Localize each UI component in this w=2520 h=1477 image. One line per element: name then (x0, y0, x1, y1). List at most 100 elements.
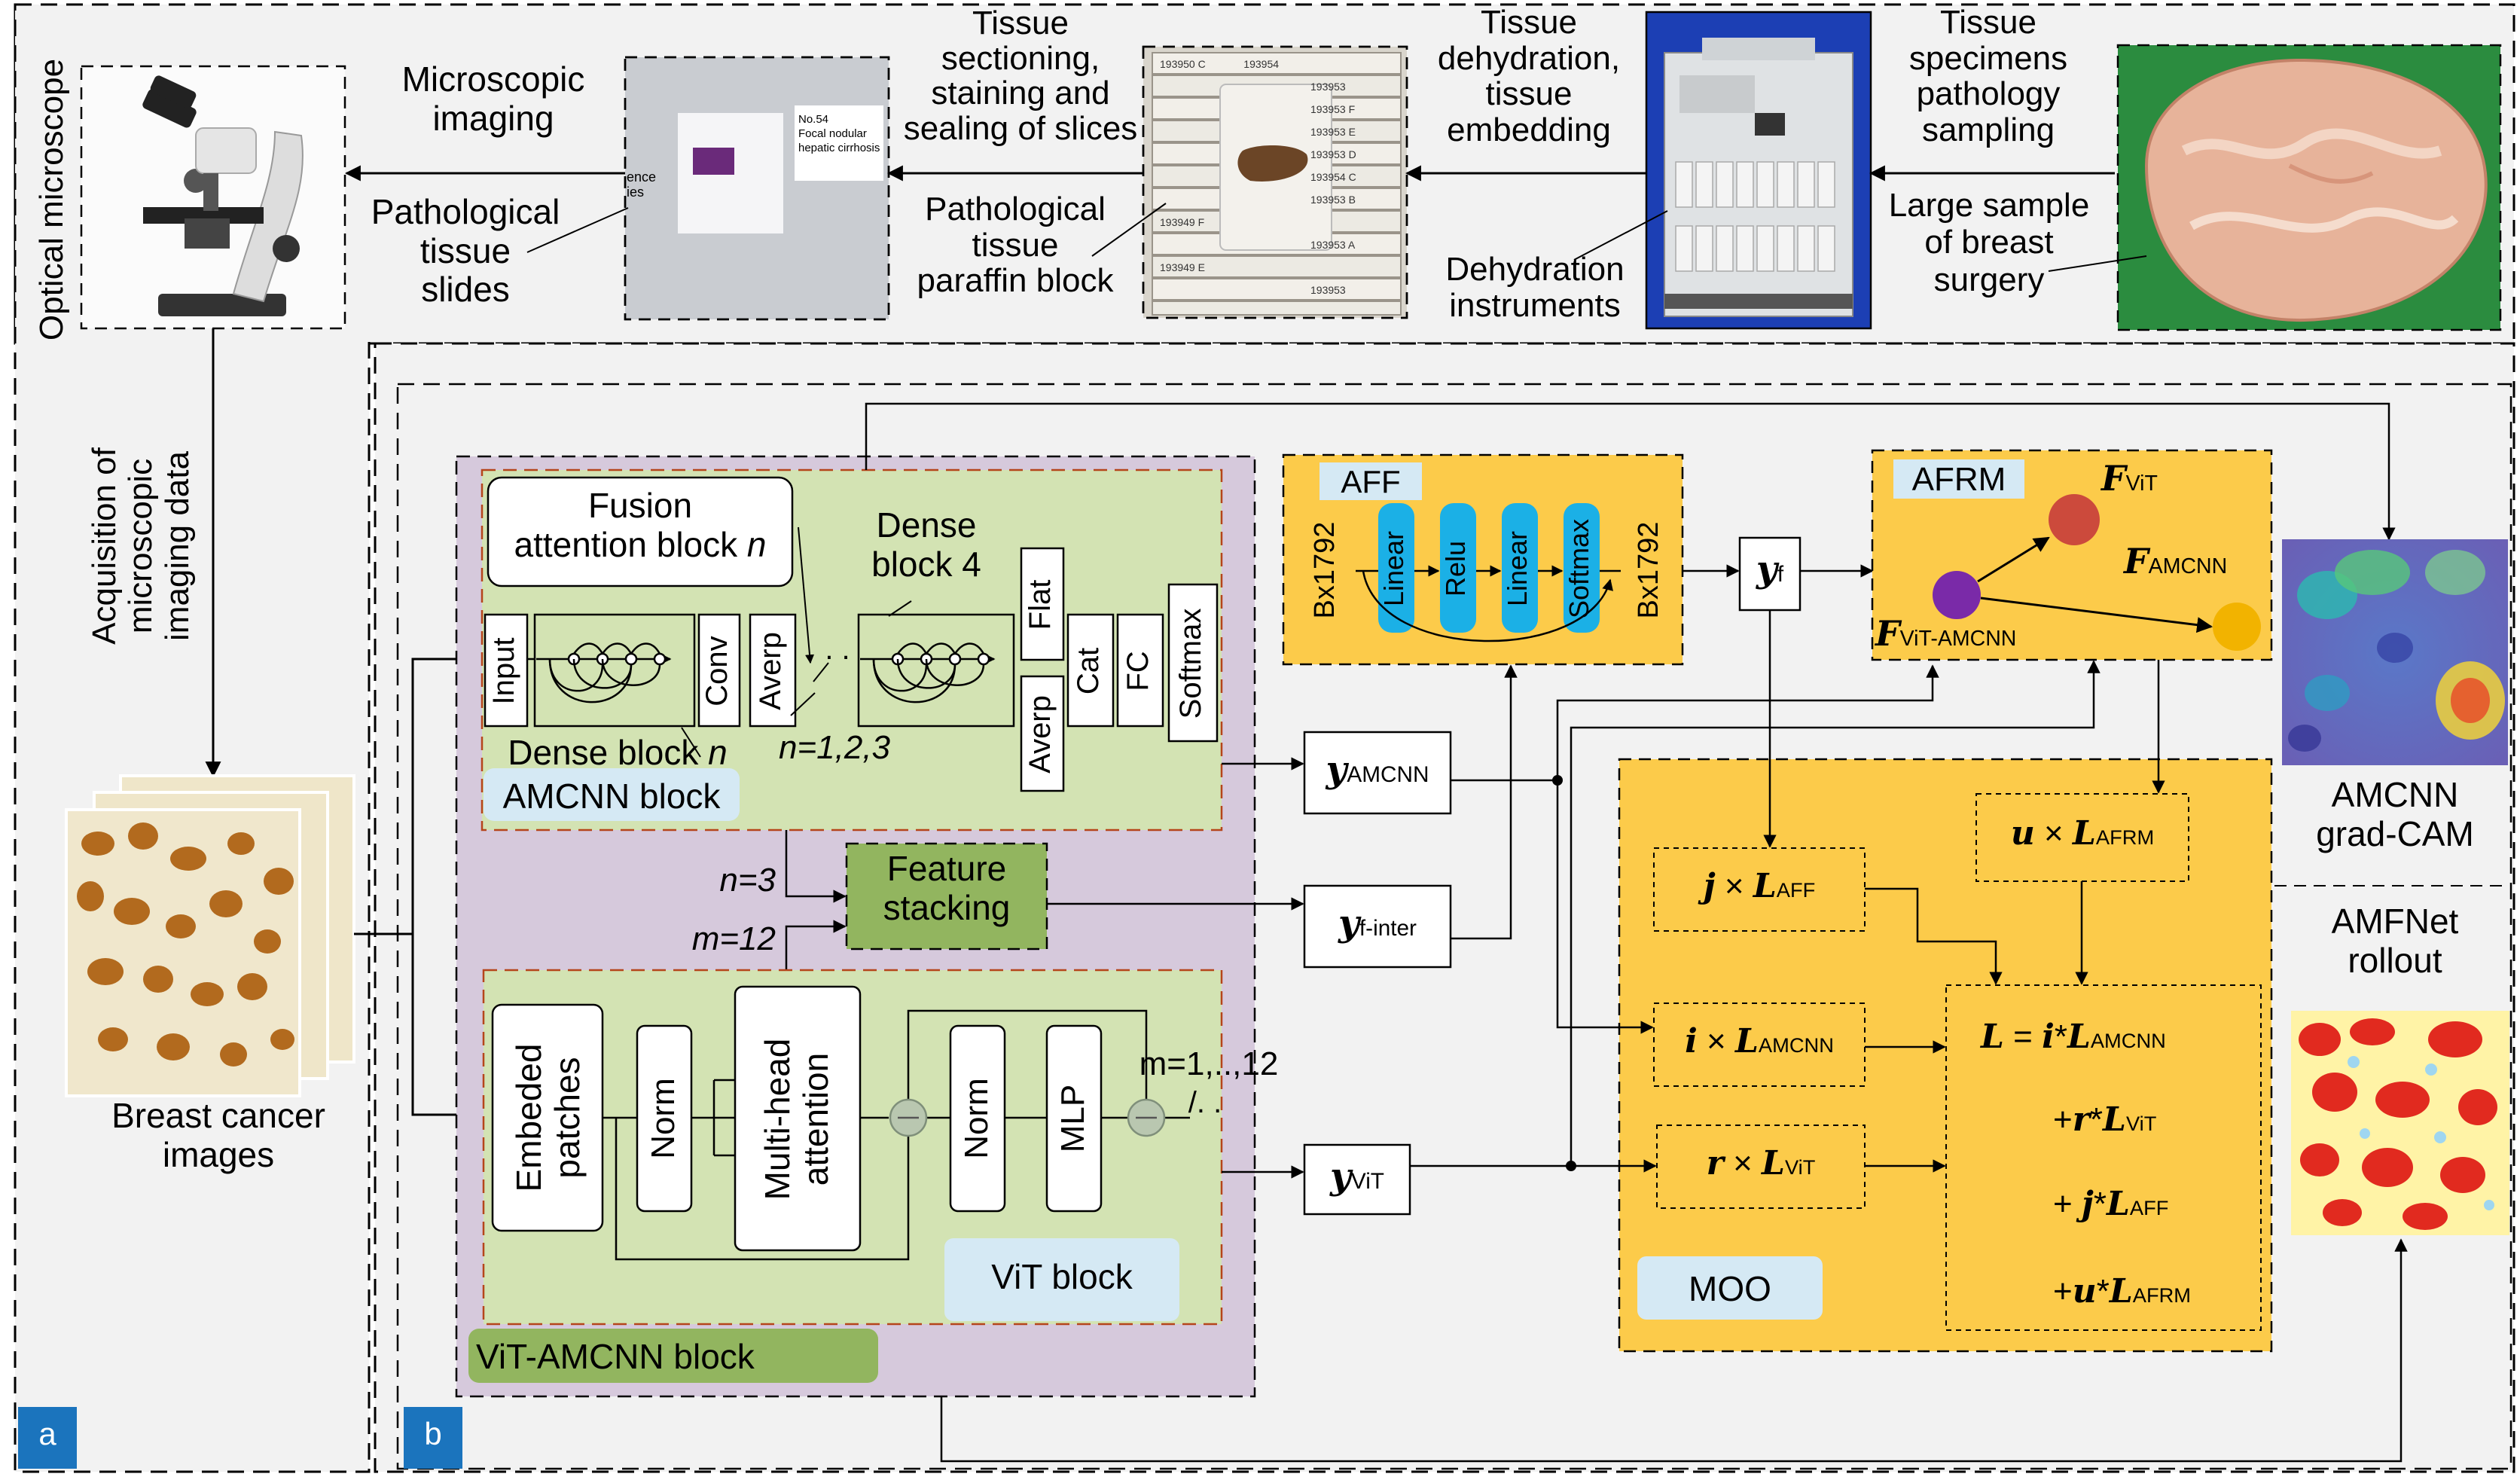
dense-block-n (533, 613, 696, 728)
dense-block-4 (857, 613, 1015, 728)
instrument-bottles (1675, 161, 1835, 272)
aff-layer-4: Softmax (1564, 518, 1594, 619)
aff-layers (1378, 503, 1600, 633)
amcnn-label-bg (484, 768, 740, 821)
afrm-title: AFRM (1911, 461, 2006, 498)
vit-amcnn-block-label: ViT-AMCNN block (476, 1337, 755, 1376)
loss-eq-line-2: +r*LViT (2053, 1100, 2157, 1139)
loss-eq-line-1: L = i*LAMCNN (1981, 1018, 2166, 1056)
flat-layer-label: Flat (1024, 579, 1057, 630)
flat-layer (1020, 547, 1065, 661)
input-layer-label: Input (487, 637, 520, 705)
y-f-box (1738, 536, 1802, 612)
amcnn-block-label: AMCNN block (502, 777, 721, 816)
acquisition-label: Acquisition of microscopic imaging data (86, 447, 196, 645)
badge-b-label: b (424, 1416, 442, 1451)
dense-block-n-label: Dense block n (508, 733, 728, 772)
cat-layer-label: Cat (1072, 647, 1105, 695)
fusion-attention-box (487, 476, 794, 587)
loss-j-term: j × LAFF (1703, 867, 1816, 905)
aff-title-bg (1319, 462, 1422, 500)
n3-label: n=3 (719, 862, 776, 899)
dense-connections-2 (860, 642, 996, 703)
badge-a-label: a (38, 1416, 56, 1451)
vit-block-label: ViT block (991, 1257, 1133, 1296)
averp2-layer (1020, 675, 1065, 792)
rollout-heat (2299, 1018, 2497, 1230)
n-range-label: n=1,2,3 (778, 729, 891, 766)
norm2-label: Norm (958, 1078, 995, 1159)
feature-stacking-box (845, 842, 1048, 951)
softmax-layer (1167, 583, 1219, 743)
paraffin-cassette-labels: 193950 C 193954 193953 193953 F 193953 E… (1160, 58, 1356, 296)
aff-title: AFF (1341, 464, 1401, 499)
fc-layer-label: FC (1121, 651, 1155, 691)
gradcam-heat (2288, 550, 2505, 752)
y-f-label: yf (1756, 548, 1784, 590)
y-amcnn-box (1303, 731, 1452, 815)
conv-layer (697, 613, 741, 728)
y-amcnn-label: yAMCNN (1326, 749, 1429, 791)
moo-title-bg (1637, 1256, 1823, 1320)
microscope-icon (142, 75, 304, 316)
rollout-cool-spots (2348, 1056, 2494, 1210)
loss-u-term: u × LAFRM (2010, 814, 2155, 853)
cat-layer (1066, 613, 1115, 728)
moo-title: MOO (1689, 1269, 1771, 1308)
afrm-title-bg (1893, 459, 2024, 499)
breast-cancer-image-stack (65, 774, 355, 1097)
input-layer (484, 613, 529, 728)
y-vit-box (1303, 1143, 1411, 1216)
y-vit-label: yViT (1330, 1155, 1384, 1198)
averp2-layer-label: Averp (1024, 695, 1057, 774)
aff-layer-3: Linear (1502, 530, 1533, 607)
mlp-label: MLP (1054, 1084, 1091, 1153)
y-finter-box (1303, 884, 1452, 969)
vit-label-bg (944, 1238, 1179, 1321)
f-vit-label: FViT (2101, 458, 2158, 499)
aff-in-dim: Bx1792 (1309, 521, 1341, 619)
vit-amcnn-label-bg (468, 1329, 878, 1383)
f-vit-amcnn-label: FViT-AMCNN (1875, 613, 2017, 654)
tissue-specimen (2144, 58, 2488, 322)
loss-total-box (1945, 984, 2262, 1331)
averp-layer-label: Averp (754, 632, 787, 710)
aff-layer-2: Relu (1440, 540, 1471, 597)
fusion-attention-label: Fusion attention block n (514, 486, 767, 564)
aff-layer-1: Linear (1378, 530, 1409, 607)
fc-layer (1116, 613, 1164, 728)
loss-i-term: i × LAMCNN (1685, 1022, 1834, 1060)
conv-layer-label: Conv (700, 636, 734, 706)
f-amcnn-node (2213, 603, 2261, 651)
ellipsis-dots: . . (825, 633, 850, 666)
norm1-label: Norm (645, 1078, 682, 1159)
f-vit-node (2049, 494, 2100, 545)
averp-layer (749, 613, 797, 728)
badge-b (404, 1407, 462, 1469)
f-amcnn-label: FAMCNN (2124, 541, 2228, 581)
dense-connections-1 (536, 642, 672, 703)
loss-r-term: r × LViT (1706, 1144, 1816, 1183)
optical-microscope-label: Optical microscope (33, 58, 70, 341)
y-finter-label: yf-inter (1338, 902, 1417, 944)
softmax-layer-label: Softmax (1174, 608, 1207, 719)
m-range-slash: /. . (1188, 1086, 1222, 1119)
f-vit-amcnn-node (1933, 571, 1981, 619)
